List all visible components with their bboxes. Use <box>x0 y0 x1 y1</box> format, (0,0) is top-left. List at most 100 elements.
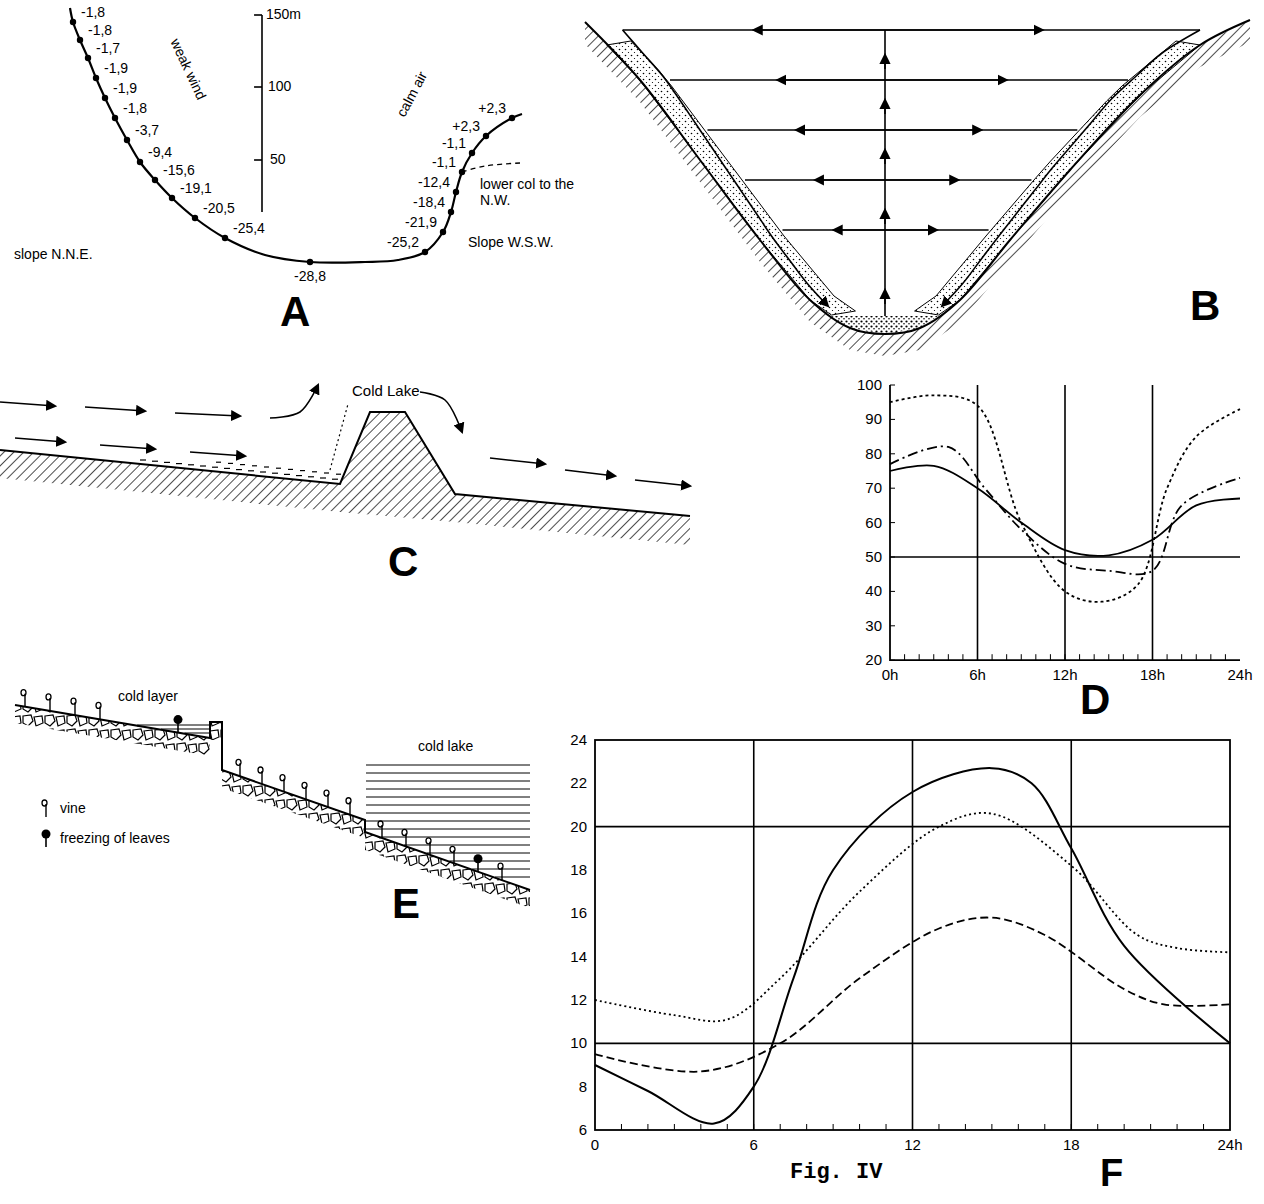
figure-label: 90 <box>865 410 882 427</box>
axis-tick <box>1137 654 1138 660</box>
measure-point <box>483 133 489 139</box>
measure-point <box>102 95 108 101</box>
grid-line <box>1064 385 1066 660</box>
vine-symbol <box>21 690 26 696</box>
cold-lake-mark <box>224 468 230 469</box>
figure-label: -1,8 <box>88 22 112 38</box>
temperature-curve <box>595 813 1230 1021</box>
vine-symbol <box>302 782 307 788</box>
axis-tick <box>859 1124 860 1130</box>
wind-arrow <box>15 438 65 442</box>
cold-lake-line <box>366 773 530 774</box>
measure-point <box>152 177 158 183</box>
measure-point <box>509 115 515 121</box>
axis-tick <box>890 453 895 454</box>
rising-air <box>884 30 886 316</box>
outflow-line <box>745 179 885 181</box>
cold-lake-mark <box>228 463 233 464</box>
cold-lake-line <box>495 877 530 878</box>
figure-label: calm air <box>393 69 430 120</box>
cold-lake-line <box>450 861 531 862</box>
axis-tick <box>1203 1124 1204 1130</box>
scale-bar <box>261 15 263 212</box>
wind-arrow <box>635 480 690 486</box>
axis-tick <box>1150 1124 1151 1130</box>
cold-lake-line <box>427 853 530 854</box>
grid-line <box>1070 740 1072 1130</box>
figure-label: weak wind <box>167 36 209 102</box>
axis-tick <box>1065 654 1066 660</box>
rising-arrow <box>884 150 886 164</box>
grid-line <box>912 740 914 1130</box>
vine-symbol <box>42 800 47 806</box>
cold-air-band <box>915 41 1200 315</box>
measure-point <box>469 150 475 156</box>
figure-label: vine <box>60 800 86 816</box>
vine-symbol <box>498 863 503 869</box>
wind-arrow <box>490 458 545 464</box>
axis-tick <box>890 419 895 420</box>
measure-point <box>448 209 454 215</box>
cold-pool <box>832 316 938 334</box>
cold-lake-mark <box>324 472 329 473</box>
measure-point <box>85 55 91 61</box>
figure-label: 50 <box>865 548 882 565</box>
cold-lake-line <box>366 765 530 766</box>
cold-layer-line <box>161 729 209 730</box>
cold-lake-mark <box>152 461 158 462</box>
axis-tick <box>904 654 905 660</box>
axis-tick <box>806 1124 807 1130</box>
figure-caption: Fig. IV <box>790 1160 882 1185</box>
figure-label: 50 <box>270 151 286 167</box>
cold-lake-mark <box>240 464 245 465</box>
wind-arrow <box>270 385 318 418</box>
figure-label: 0h <box>882 666 899 683</box>
axis-tick <box>1021 654 1022 660</box>
cold-lake-mark <box>336 474 341 475</box>
grid-line <box>595 826 1230 828</box>
wind-arrow <box>565 470 615 476</box>
axis-tick <box>977 654 978 660</box>
outflow-line <box>885 129 1077 131</box>
freeze-symbol <box>42 830 51 839</box>
figure-label: Slope W.S.W. <box>468 234 554 250</box>
vine-symbol <box>402 829 407 835</box>
wind-arrow <box>420 392 462 432</box>
grid-line <box>753 740 755 1130</box>
figure-label: 60 <box>865 514 882 531</box>
axis-tick <box>890 591 895 592</box>
scale-tick <box>254 14 262 16</box>
outflow-arrow <box>834 229 885 231</box>
cold-air-band <box>607 41 856 315</box>
downslope-flow <box>623 30 828 306</box>
axis-tick <box>647 1124 648 1130</box>
rising-arrow <box>884 210 886 224</box>
grid-line <box>595 1043 1230 1045</box>
ground-hatch <box>0 412 690 545</box>
cold-lake-mark <box>296 475 302 476</box>
cold-lake-line <box>366 829 530 830</box>
figure-label: D <box>1080 676 1110 724</box>
measure-point <box>70 19 76 25</box>
figure-label: 80 <box>865 445 882 462</box>
vine-symbol <box>258 767 263 773</box>
figure-label: 30 <box>865 617 882 634</box>
figure-label: 14 <box>570 948 587 965</box>
axis-tick <box>1123 654 1124 660</box>
figure-label: -25,2 <box>387 234 419 250</box>
axis-tick <box>1071 1124 1072 1130</box>
figure-label: 6 <box>750 1136 758 1153</box>
measure-point <box>77 37 83 43</box>
measure-point <box>124 137 130 143</box>
measure-point <box>93 75 99 81</box>
figure-label: -1,1 <box>432 154 456 170</box>
outflow-arrow <box>796 129 885 131</box>
outflow-arrow <box>815 179 885 181</box>
axis-tick <box>962 654 963 660</box>
figure-label: 18h <box>1140 666 1165 683</box>
figure-label: -12,4 <box>418 174 450 190</box>
figure-label: 12h <box>1052 666 1077 683</box>
figure-label: F <box>1100 1152 1123 1196</box>
axis-tick <box>1079 654 1080 660</box>
leader-line <box>330 404 348 470</box>
